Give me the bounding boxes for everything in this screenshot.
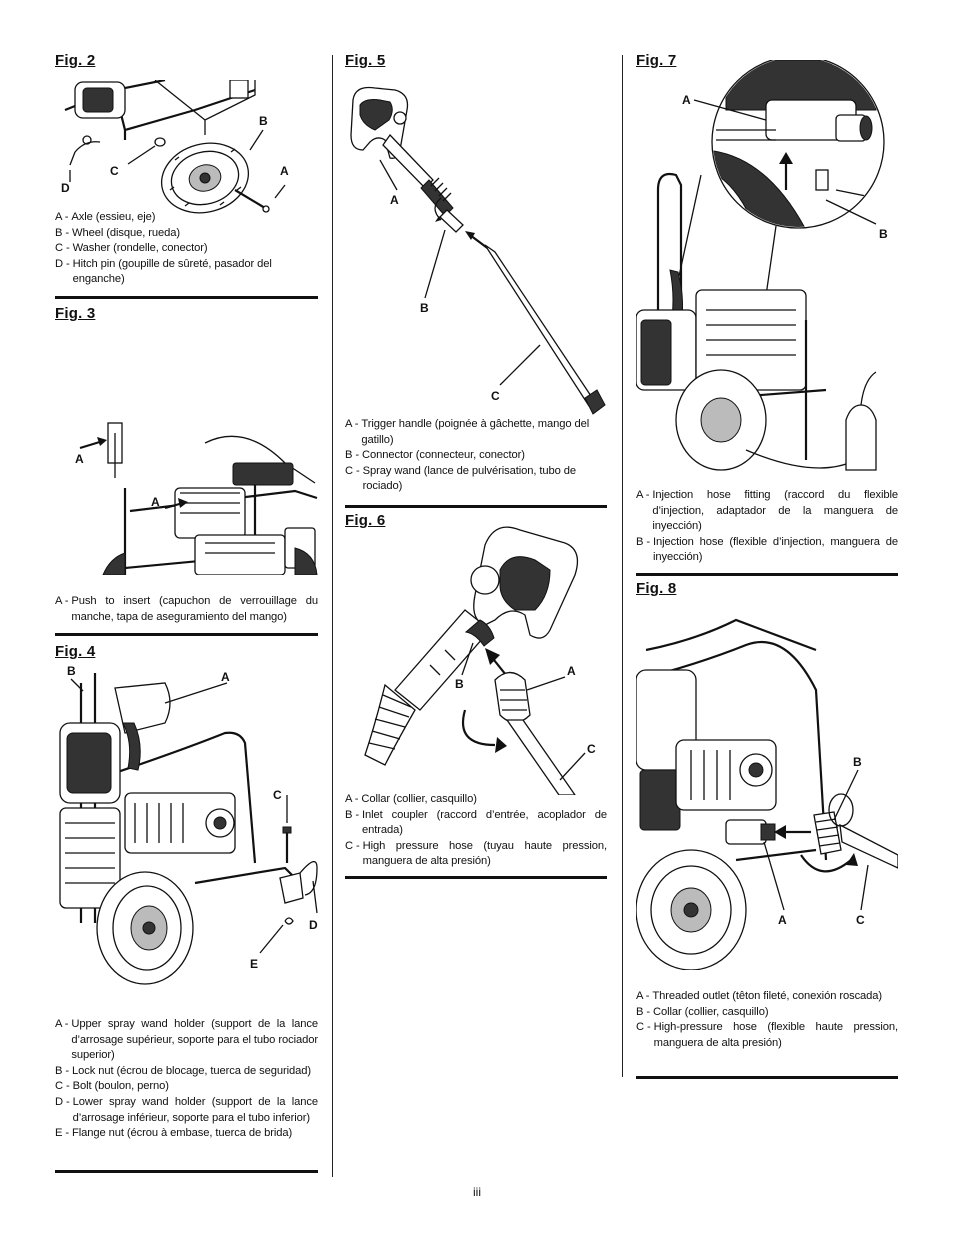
figure-2: Fig. 2: [55, 52, 318, 300]
figure-divider: [345, 876, 607, 879]
figure-5-legend: A - Trigger handle (poignée à gâchette, …: [345, 417, 607, 495]
figure-divider: [55, 633, 318, 636]
legend-item: B - Inlet coupler (raccord d’entrée, aco…: [345, 808, 607, 837]
legend-item: A - Axle (essieu, eje): [55, 211, 156, 223]
figure-3-label-a-right: A: [151, 495, 160, 509]
figure-3-label-a-left: A: [75, 452, 84, 466]
injection-hose-illustration: A B: [636, 60, 888, 471]
legend-item: C - Bolt (boulon, perno): [55, 1080, 169, 1093]
wand-holder-illustration: A B C D E: [59, 664, 318, 985]
legend-item: A - Upper spray wand holder (support de …: [55, 1018, 318, 1062]
figure-divider: [55, 296, 318, 299]
figure-7-title: Fig. 7: [636, 52, 677, 69]
figure-3-legend: A - Push to insert (capuchon de verrouil…: [55, 594, 318, 625]
figure-7-label-b: B: [879, 227, 888, 241]
legend-item: C - Washer (rondelle, conector): [55, 242, 208, 255]
legend-item: A - Collar (collier, casquillo): [345, 793, 477, 805]
figure-8-title: Fig. 8: [636, 580, 677, 597]
legend-item: D - Lower spray wand holder (support de …: [55, 1095, 318, 1124]
handle-insert-illustration: A A: [75, 313, 318, 575]
figure-2-label-a: A: [280, 164, 289, 178]
legend-item: A - Push to insert (capuchon de verrouil…: [55, 595, 318, 623]
figure-2-illustration: B C A D: [55, 80, 318, 215]
figure-3: Fig. 3: [55, 305, 318, 633]
legend-item: B - Lock nut (écrou de blocage, tuerca d…: [55, 1064, 312, 1077]
figure-divider: [636, 573, 898, 576]
outlet-hose-illustration: A B C: [636, 618, 898, 970]
legend-item: B - Injection hose (flexible d’injection…: [636, 535, 898, 564]
figure-4-label-e: E: [250, 957, 258, 971]
legend-item: C - Spray wand (lance de pulvérisation, …: [345, 464, 576, 493]
figure-5: Fig. 5: [345, 52, 607, 502]
figure-2-legend: A - Axle (essieu, eje) B - Wheel (disque…: [55, 210, 318, 288]
figure-2-label-d: D: [61, 181, 70, 195]
figure-6-label-c: C: [587, 742, 596, 756]
figure-7-illustration: A B: [636, 60, 898, 480]
figure-6: Fig. 6: [345, 512, 607, 878]
figure-6-title: Fig. 6: [345, 512, 386, 529]
figure-divider: [345, 505, 607, 508]
legend-item: B - Wheel (disque, rueda): [55, 226, 180, 239]
figure-3-illustration: A A: [55, 313, 318, 575]
figure-8-illustration: A B C: [636, 610, 898, 970]
figure-8-label-c: C: [856, 913, 865, 927]
figure-4-illustration: A B C D E: [55, 663, 318, 993]
figure-6-illustration: B A C: [345, 515, 607, 795]
figure-7-label-a: A: [682, 93, 691, 107]
column-divider-left: [332, 55, 333, 1177]
figure-divider: [55, 1170, 318, 1173]
figure-divider: [636, 1076, 898, 1079]
legend-item: B - Collar (collier, casquillo): [636, 1005, 769, 1018]
figure-6-label-b: B: [455, 677, 464, 691]
figure-5-illustration: A B C: [345, 80, 607, 418]
figure-2-label-b: B: [259, 114, 268, 128]
page-number: iii: [473, 1185, 481, 1199]
figure-4: Fig. 4: [55, 643, 318, 1183]
legend-item: E - Flange nut (écrou à embase, tuerca d…: [55, 1127, 293, 1140]
figure-8-label-a: A: [778, 913, 787, 927]
legend-item: B - Connector (connecteur, conector): [345, 449, 525, 462]
figure-6-legend: A - Collar (collier, casquillo) B - Inle…: [345, 792, 607, 870]
legend-item: C - High pressure hose (tuyau haute pres…: [345, 839, 607, 868]
figure-4-legend: A - Upper spray wand holder (support de …: [55, 1017, 318, 1142]
figure-8: Fig. 8: [636, 580, 898, 1080]
legend-item: A - Threaded outlet (têton fileté, conex…: [636, 990, 883, 1002]
column-divider-right: [622, 55, 623, 1077]
figure-6-label-a: A: [567, 664, 576, 678]
hose-coupler-illustration: B A C: [364, 526, 596, 795]
figure-5-label-c: C: [491, 389, 500, 403]
legend-item: A - Trigger handle (poignée à gâchette, …: [345, 418, 590, 446]
figure-7: Fig. 7: [636, 52, 898, 572]
figure-4-title: Fig. 4: [55, 643, 96, 660]
figure-2-title: Fig. 2: [55, 52, 96, 69]
legend-item: D - Hitch pin (goupille de sûreté, pasad…: [55, 257, 272, 286]
figure-5-title: Fig. 5: [345, 52, 386, 69]
figure-4-label-d: D: [309, 918, 318, 932]
figure-5-label-a: A: [390, 193, 399, 207]
figure-8-legend: A - Threaded outlet (têton fileté, conex…: [636, 989, 898, 1051]
legend-item: C - High-pressure hose (flexible haute p…: [636, 1021, 898, 1049]
figure-2-label-c: C: [110, 164, 119, 178]
wheel-axle-illustration: B C A D: [61, 80, 289, 214]
figure-8-label-b: B: [853, 755, 862, 769]
trigger-wand-illustration: A B C: [350, 86, 606, 415]
figure-4-label-c: C: [273, 788, 282, 802]
legend-item: A - Injection hose fitting (raccord du f…: [636, 489, 898, 533]
figure-5-label-b: B: [420, 301, 429, 315]
figure-7-legend: A - Injection hose fitting (raccord du f…: [636, 488, 898, 566]
figure-3-title: Fig. 3: [55, 305, 96, 322]
figure-4-label-a: A: [221, 670, 230, 684]
figure-4-label-b: B: [67, 664, 76, 678]
